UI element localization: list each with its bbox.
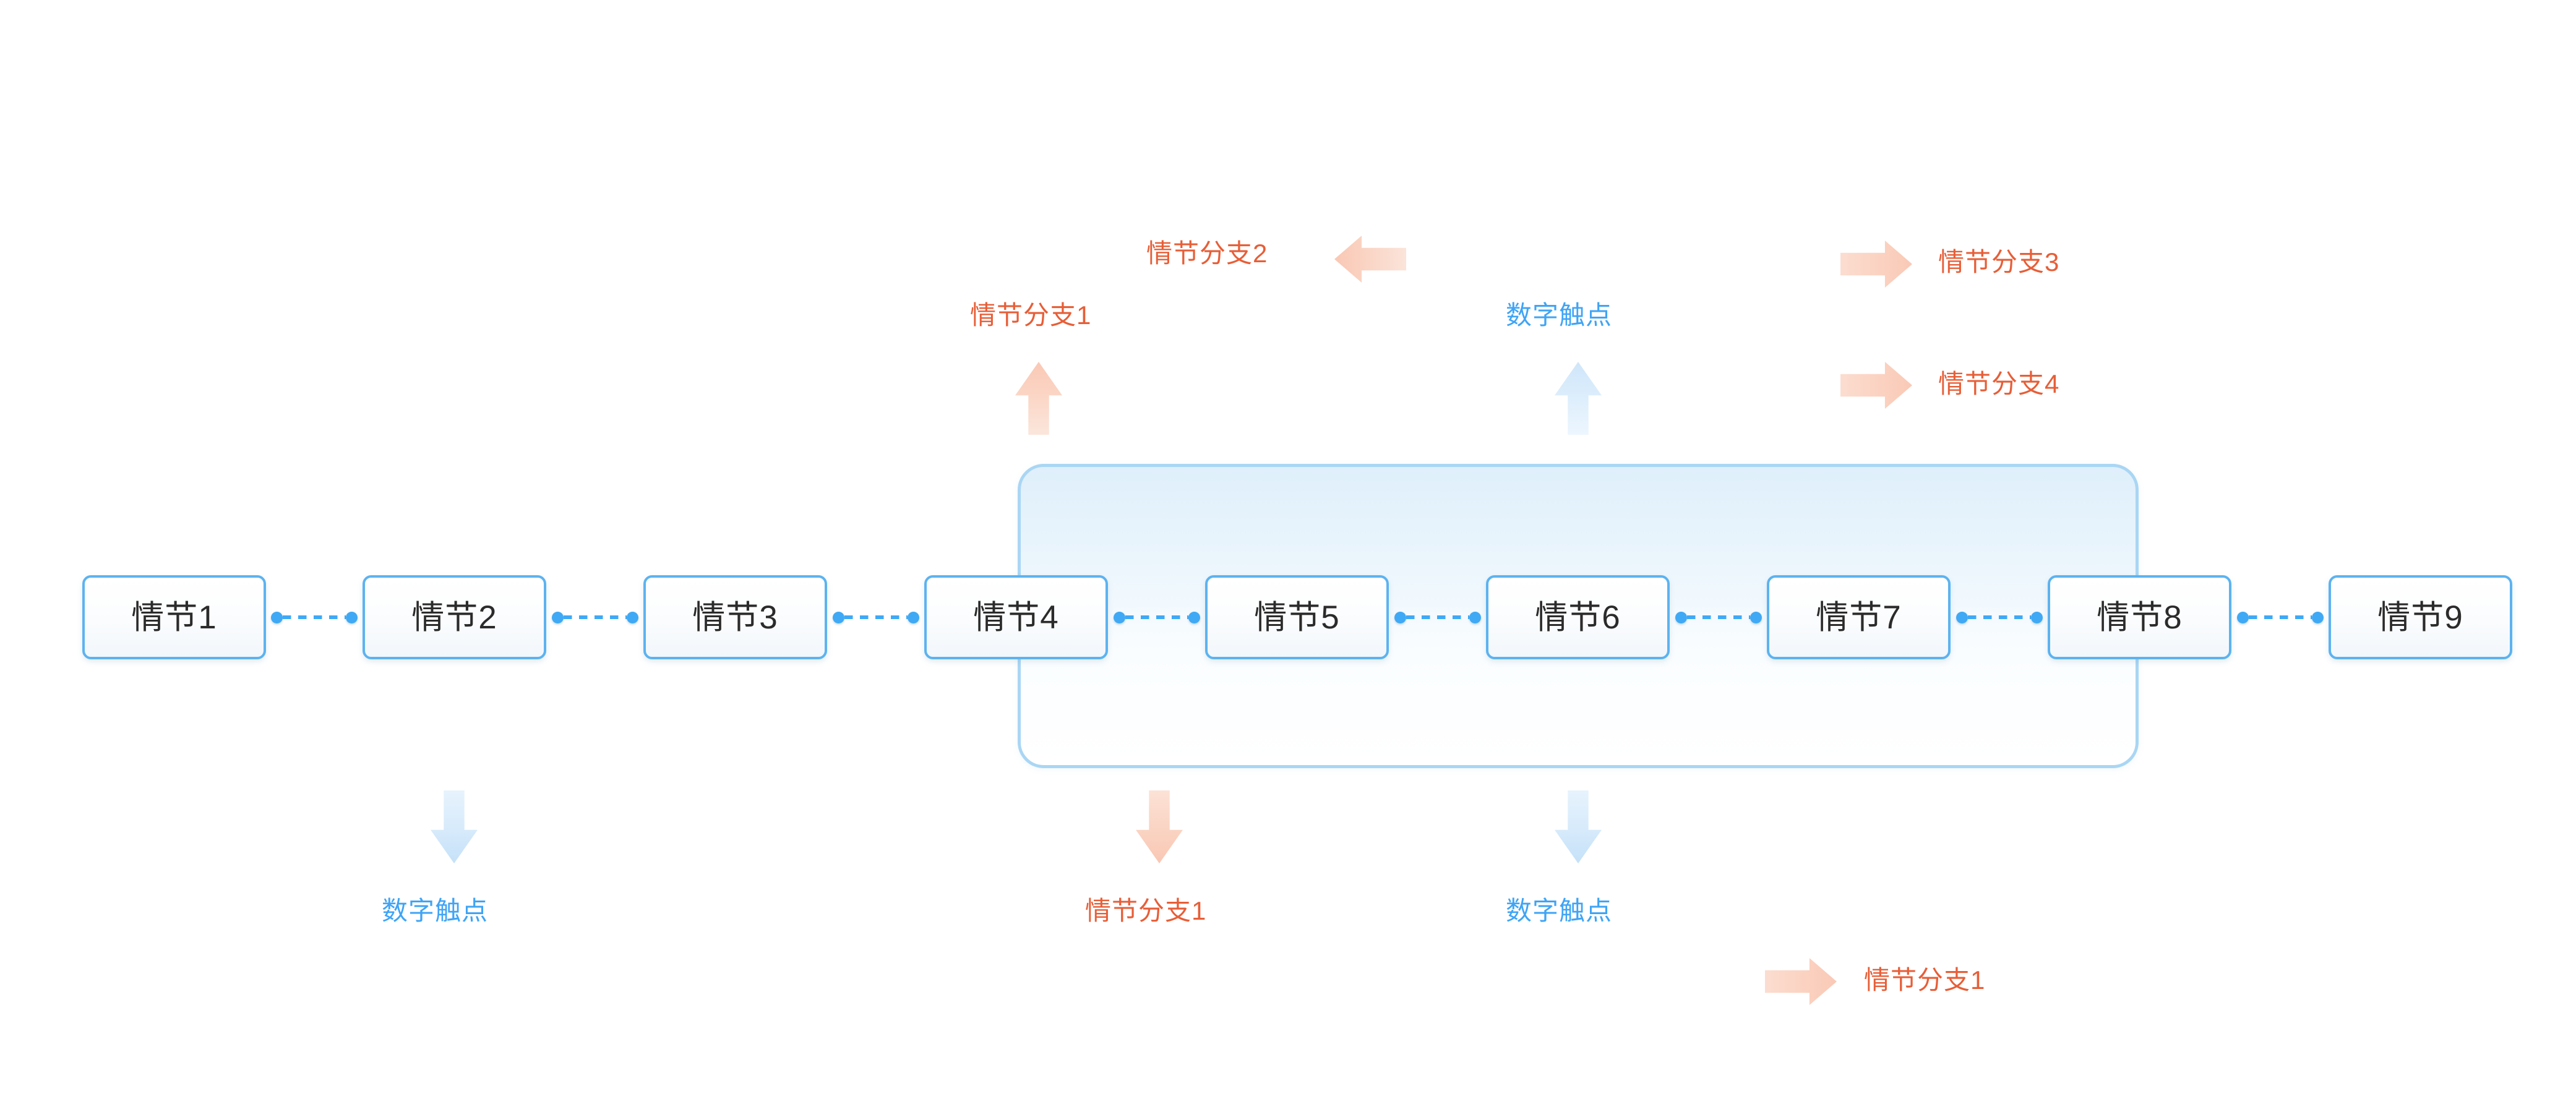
- connector-n4-n5[interactable]: [1114, 611, 1200, 623]
- node-qingjie2[interactable]: 情节2: [363, 575, 546, 659]
- connector-dot-end: [2031, 611, 2043, 623]
- connector-dashed-line: [1406, 615, 1469, 619]
- connector-dashed-line: [1125, 615, 1188, 619]
- arrow-up-icon-branch1-top: [1015, 362, 1062, 435]
- connector-n3-n4[interactable]: [833, 611, 919, 623]
- connector-dot-end: [627, 611, 638, 623]
- connector-dot-start: [271, 611, 283, 623]
- connector-dot-end: [1469, 611, 1481, 623]
- connector-dashed-line: [283, 615, 346, 619]
- connector-dot-end: [1188, 611, 1200, 623]
- arrow-down-icon-branch1-bottom: [1136, 790, 1183, 863]
- connector-dot-end: [908, 611, 919, 623]
- node-label: 情节7: [1816, 599, 1902, 636]
- node-qingjie3[interactable]: 情节3: [643, 575, 827, 659]
- annotation-label-branch1-bottom: 情节分支1: [1085, 896, 1207, 925]
- arrow-down-icon-touchpoint-mid: [1555, 790, 1602, 863]
- node-qingjie4[interactable]: 情节4: [924, 575, 1108, 659]
- annotation-label-touchpoint-left: 数字触点: [382, 896, 489, 925]
- arrow-right-icon-branch4: [1840, 362, 1912, 409]
- connector-dot-start: [552, 611, 564, 623]
- annotation-label-touchpoint-mid: 数字触点: [1506, 896, 1613, 925]
- node-label: 情节4: [973, 599, 1059, 636]
- connector-dot-start: [1394, 611, 1406, 623]
- connector-dot-start: [1675, 611, 1687, 623]
- connector-n1-n2[interactable]: [271, 611, 358, 623]
- arrow-left-icon-branch2: [1334, 236, 1406, 283]
- annotation-label-branch2: 情节分支2: [1146, 239, 1268, 268]
- node-qingjie9[interactable]: 情节9: [2329, 575, 2512, 659]
- annotation-label-branch3: 情节分支3: [1938, 247, 2060, 276]
- node-qingjie1[interactable]: 情节1: [82, 575, 266, 659]
- arrow-right-icon-branch1-bottomright: [1765, 958, 1837, 1005]
- connector-dot-start: [1114, 611, 1125, 623]
- connector-dashed-line: [1968, 615, 2031, 619]
- node-qingjie7[interactable]: 情节7: [1767, 575, 1951, 659]
- node-label: 情节5: [1254, 599, 1340, 636]
- connector-n7-n8[interactable]: [1956, 611, 2043, 623]
- connector-n5-n6[interactable]: [1394, 611, 1481, 623]
- node-label: 情节1: [131, 599, 217, 636]
- arrow-down-icon-touchpoint-left: [431, 790, 478, 863]
- connector-n2-n3[interactable]: [552, 611, 638, 623]
- connector-dot-start: [833, 611, 844, 623]
- connector-n6-n7[interactable]: [1675, 611, 1762, 623]
- connector-dashed-line: [844, 615, 908, 619]
- connector-dot-start: [1956, 611, 1968, 623]
- node-qingjie5[interactable]: 情节5: [1205, 575, 1389, 659]
- connector-dashed-line: [564, 615, 627, 619]
- node-label: 情节8: [2097, 599, 2183, 636]
- annotation-label-branch1-bottomright: 情节分支1: [1864, 965, 1986, 995]
- connector-dot-end: [2312, 611, 2324, 623]
- connector-dashed-line: [2249, 615, 2312, 619]
- connector-dot-end: [346, 611, 358, 623]
- node-qingjie8[interactable]: 情节8: [2048, 575, 2231, 659]
- node-label: 情节2: [411, 599, 497, 636]
- connector-n8-n9[interactable]: [2237, 611, 2324, 623]
- annotation-label-branch1-top: 情节分支1: [970, 301, 1092, 330]
- connector-dot-start: [2237, 611, 2249, 623]
- connector-dot-end: [1750, 611, 1762, 623]
- arrow-up-icon-touchpoint-top: [1555, 362, 1602, 435]
- node-qingjie6[interactable]: 情节6: [1486, 575, 1670, 659]
- connector-dashed-line: [1687, 615, 1750, 619]
- annotation-label-branch4: 情节分支4: [1938, 369, 2060, 398]
- annotation-label-touchpoint-top: 数字触点: [1506, 301, 1613, 330]
- arrow-right-icon-branch3: [1840, 241, 1912, 288]
- node-label: 情节6: [1535, 599, 1621, 636]
- node-label: 情节3: [692, 599, 778, 636]
- node-label: 情节9: [2377, 599, 2463, 636]
